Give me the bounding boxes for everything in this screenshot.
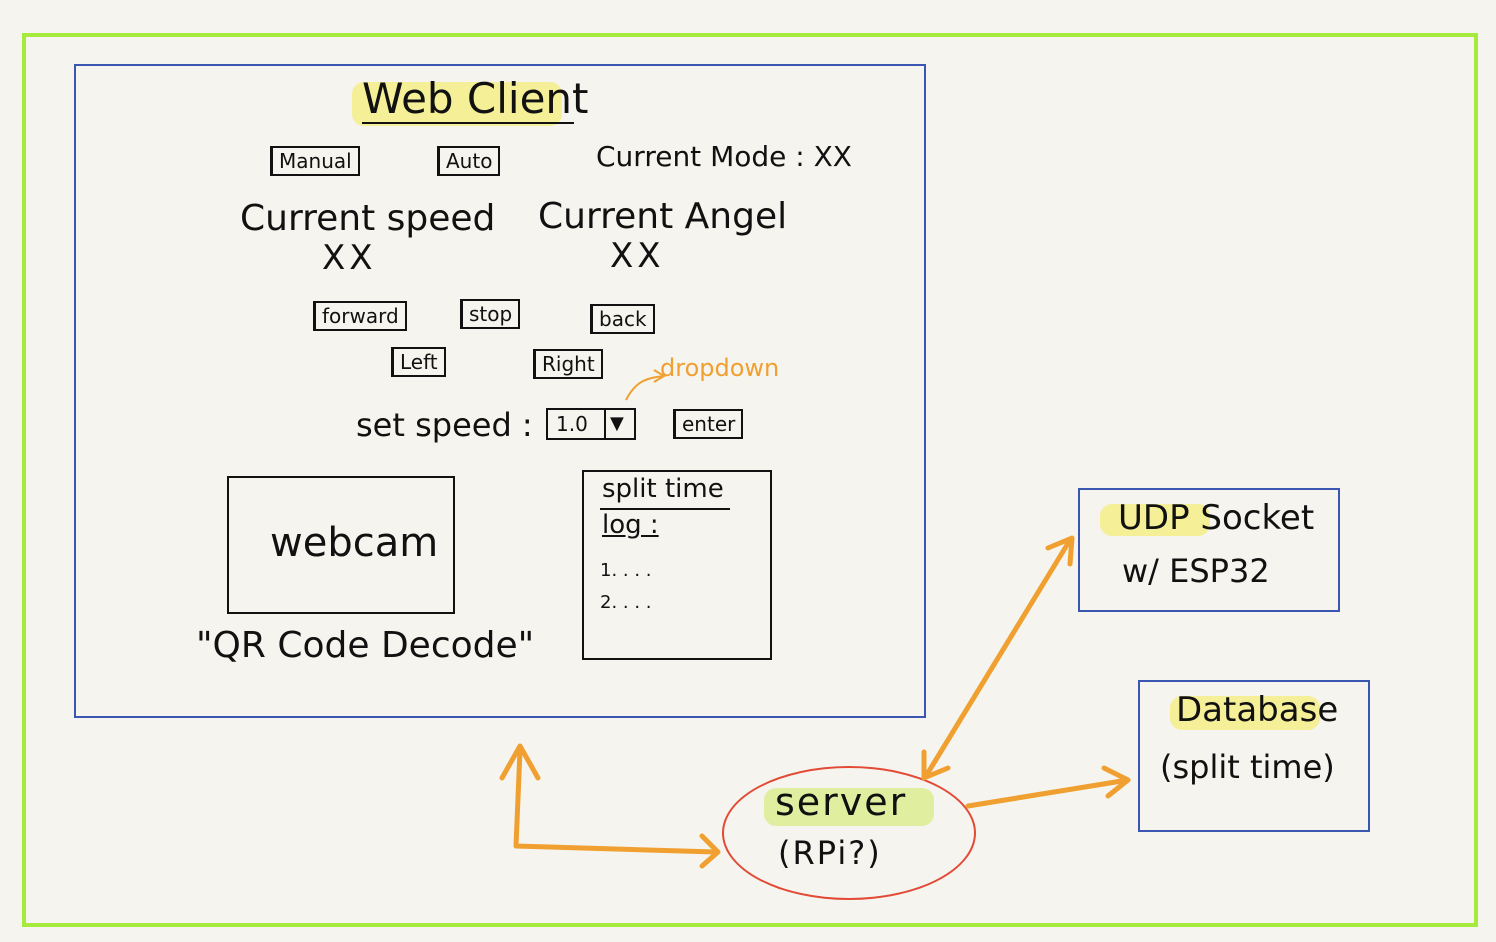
split-log-subtitle: log : — [602, 510, 659, 540]
stop-button[interactable]: stop — [460, 299, 521, 329]
udp-esp32-label: w/ ESP32 — [1122, 552, 1270, 590]
current-angle-label: Current Angel — [538, 196, 788, 237]
server-label: server — [775, 780, 908, 824]
arrowhead-database — [1101, 765, 1131, 799]
title-highlight — [352, 82, 562, 126]
current-mode-label: Current Mode : XX — [596, 140, 852, 173]
server-database-arrow — [965, 777, 1131, 809]
udp-socket-box — [1078, 488, 1340, 612]
current-speed-label: Current speed — [240, 198, 496, 239]
server-subtitle: (RPi?) — [778, 834, 882, 872]
split-log-entry: 2. . . . — [600, 592, 652, 613]
forward-button[interactable]: forward — [313, 301, 407, 331]
speed-dropdown[interactable]: 1.0 ▼ — [546, 408, 636, 440]
left-button[interactable]: Left — [391, 347, 446, 377]
back-button[interactable]: back — [590, 304, 655, 334]
arrowhead-udp — [1045, 535, 1075, 567]
title-underline — [362, 122, 574, 124]
right-button[interactable]: Right — [533, 349, 603, 379]
server-ellipse — [722, 766, 976, 900]
database-highlight — [1170, 696, 1320, 730]
web-client-title: Web Client — [362, 74, 589, 123]
speed-dropdown-value: 1.0 — [556, 412, 588, 436]
current-angle-value: XX — [610, 236, 665, 276]
server-highlight — [764, 788, 934, 826]
split-log-underline — [600, 508, 730, 510]
arrowhead-right — [699, 833, 721, 869]
split-log-title: split time — [602, 474, 724, 504]
arrowhead-server — [921, 749, 951, 781]
udp-socket-label: UDP Socket — [1118, 498, 1315, 538]
webcam-label: webcam — [270, 520, 439, 566]
enter-button[interactable]: enter — [673, 409, 744, 439]
dropdown-pointer-head — [653, 369, 666, 383]
arrowhead-up — [499, 743, 541, 781]
split-log-entry: 1. . . . — [600, 560, 652, 581]
database-subtitle: (split time) — [1160, 748, 1335, 786]
current-speed-value: XX — [322, 238, 377, 278]
database-box — [1138, 680, 1370, 832]
chevron-down-icon[interactable]: ▼ — [610, 413, 624, 434]
dropdown-pointer — [625, 375, 665, 401]
set-speed-label: set speed : — [356, 406, 533, 444]
manual-button[interactable]: Manual — [270, 146, 360, 176]
dropdown-divider — [604, 410, 606, 438]
udp-highlight — [1100, 504, 1210, 536]
server-udp-arrow — [923, 537, 1073, 779]
outer-frame — [22, 33, 1478, 927]
web-client-panel — [74, 64, 926, 718]
split-time-log-box — [582, 470, 772, 660]
qr-decode-caption: "QR Code Decode" — [196, 625, 535, 666]
dropdown-annotation: dropdown — [660, 354, 780, 382]
auto-button[interactable]: Auto — [437, 146, 501, 176]
database-label: Database — [1176, 690, 1339, 730]
webcam-box — [227, 476, 455, 614]
client-server-arrow — [513, 747, 719, 855]
